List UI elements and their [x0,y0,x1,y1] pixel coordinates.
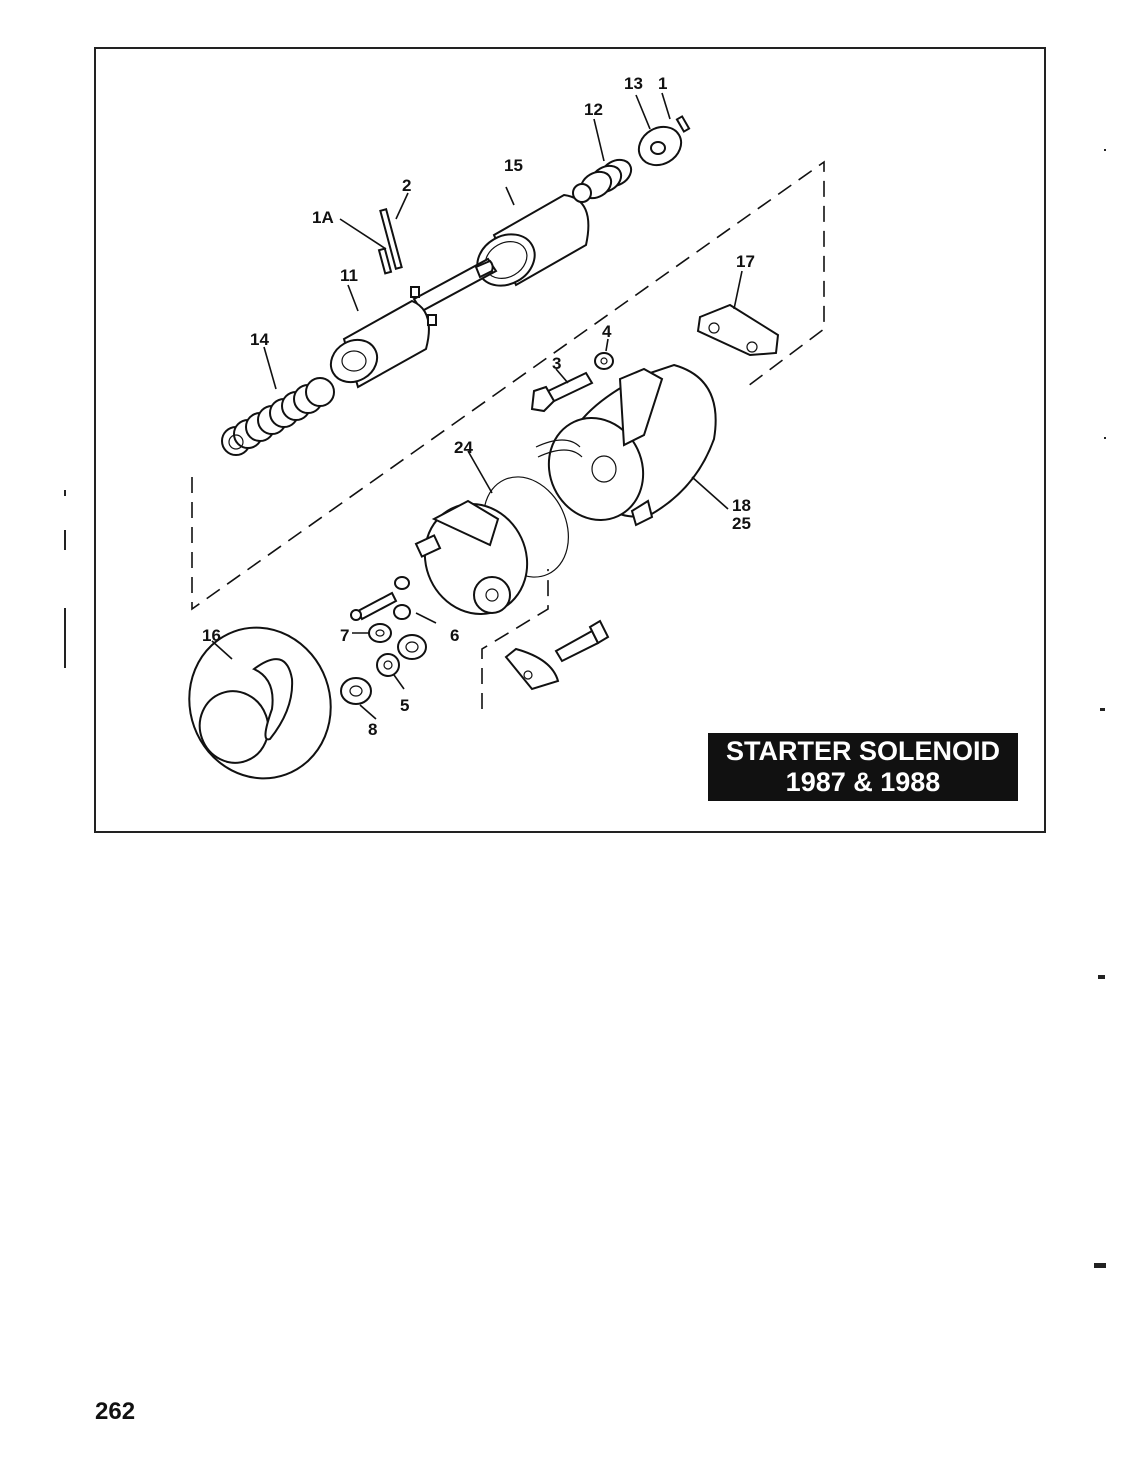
callout-7: 7 [340,626,349,645]
bracket-part-17 [696,303,780,357]
callout-16: 16 [202,626,221,645]
scan-mark [1100,708,1105,711]
plunger-part-11 [329,257,498,389]
nut-part-6 [397,634,427,660]
callout-15: 15 [504,156,523,175]
pin-part-1 [675,115,691,133]
nut-part-7 [368,623,392,643]
scan-mark [64,490,66,496]
lock-washer-part-5 [376,653,400,677]
washer-part-13 [637,125,683,167]
scan-mark [1104,437,1106,439]
solenoid-housing-part-18 [535,363,717,527]
assembly-boundary [191,160,825,611]
bolt-part-3 [530,371,594,413]
bolt-lower [554,619,610,663]
callout-13: 13 [624,74,643,93]
callout-1: 1 [658,74,667,93]
figure-title-box: STARTER SOLENOID 1987 & 1988 [708,733,1018,801]
washer-part-6 [393,576,411,620]
callout-17: 17 [736,252,755,271]
figure-title: STARTER SOLENOID [725,736,1000,766]
callout-25: 25 [732,514,751,533]
scan-mark [64,608,66,668]
pin-part-2 [379,208,403,270]
callout-2: 2 [402,176,411,195]
cover-part-16 [188,626,332,780]
hardware-boundary [481,569,549,709]
scan-mark [64,530,66,550]
leader-lines [211,92,743,720]
callout-3: 3 [552,354,561,373]
callout-18: 18 [732,496,751,515]
nut-part-8 [340,677,372,705]
page-number: 262 [95,1398,136,1425]
washer-part-4 [594,352,614,370]
contact-cap [414,499,529,615]
scan-mark [1094,1263,1106,1268]
scan-mark [1104,149,1106,151]
figure-frame: 1 13 12 15 2 1A 11 14 17 4 3 24 18 25 7 … [94,47,1046,833]
callout-12: 12 [584,100,603,119]
mounting-tab [504,647,560,691]
callout-6: 6 [450,626,459,645]
callout-14: 14 [250,330,269,349]
spring-part-14 [221,377,335,456]
pin-part-1a [377,247,393,275]
callout-24: 24 [454,438,473,457]
callout-8: 8 [368,720,377,739]
callout-5: 5 [400,696,409,715]
callout-1a: 1A [312,208,334,227]
screw-part-7 [350,591,398,621]
figure-subtitle: 1987 & 1988 [785,767,941,797]
callout-4: 4 [602,322,612,341]
exploded-view-diagram: 1 13 12 15 2 1A 11 14 17 4 3 24 18 25 7 … [188,74,825,780]
callout-11: 11 [340,266,358,285]
cup-part-15 [476,183,592,287]
scan-mark [1098,975,1105,979]
